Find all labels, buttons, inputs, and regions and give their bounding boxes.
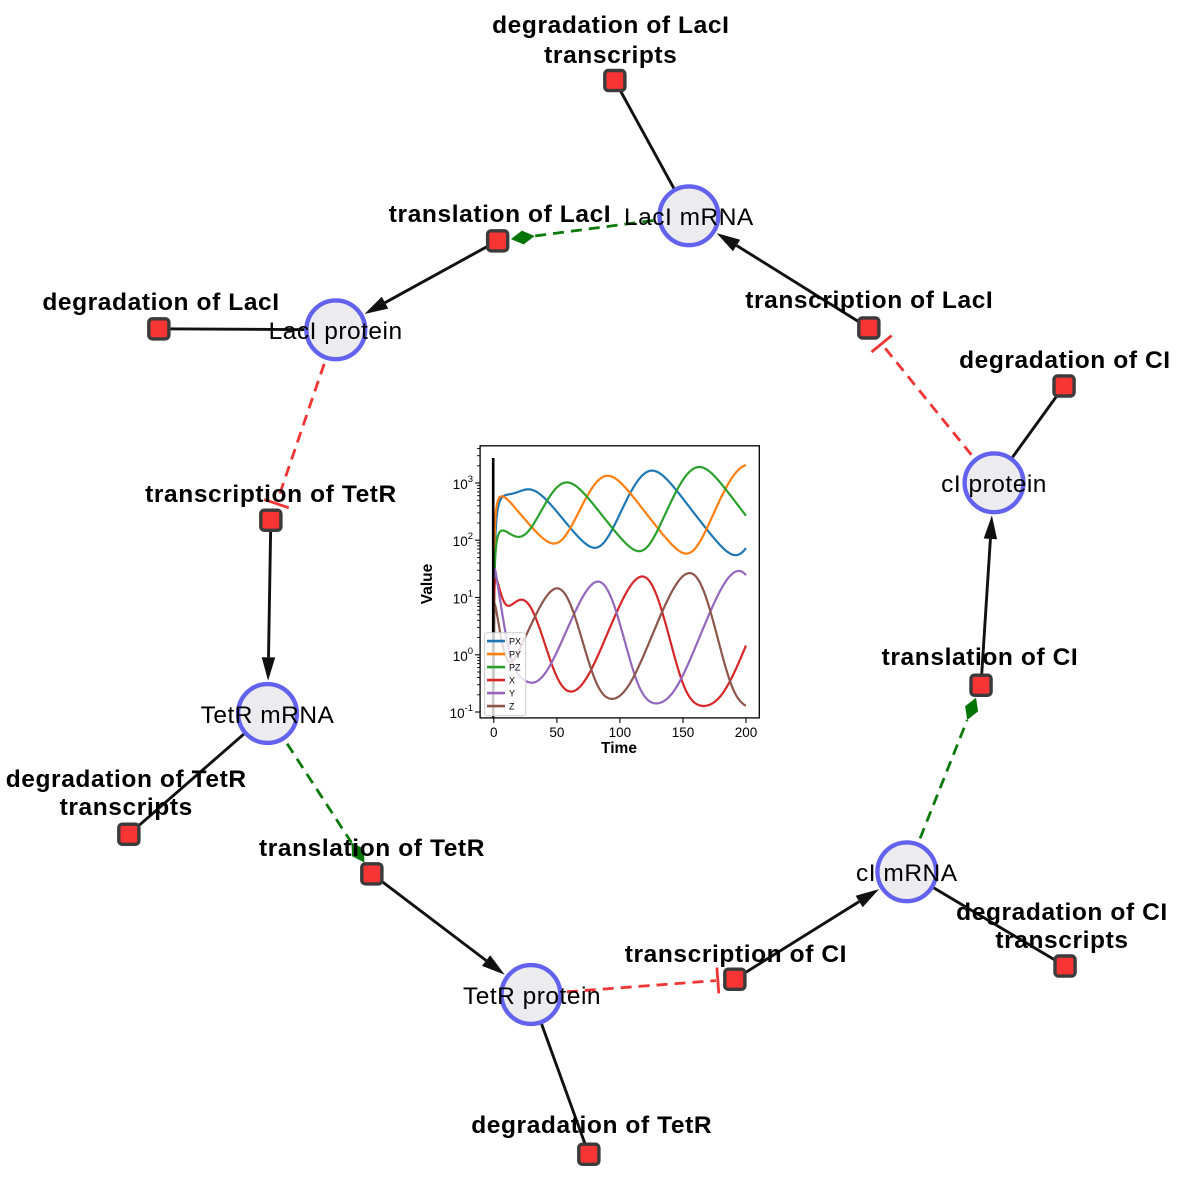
svg-text:translation of CI: translation of CI bbox=[882, 644, 1079, 671]
svg-text:cI mRNA: cI mRNA bbox=[856, 860, 958, 887]
svg-text:200: 200 bbox=[735, 725, 758, 740]
svg-text:X: X bbox=[509, 675, 515, 685]
svg-text:TetR mRNA: TetR mRNA bbox=[201, 702, 335, 729]
svg-text:degradation of CI: degradation of CI bbox=[959, 347, 1171, 374]
svg-text:degradation of LacI: degradation of LacI bbox=[42, 289, 279, 316]
svg-text:Value: Value bbox=[419, 563, 436, 604]
svg-text:degradation of TetR: degradation of TetR bbox=[6, 766, 247, 793]
svg-text:PY: PY bbox=[509, 649, 521, 659]
svg-text:degradation of TetR: degradation of TetR bbox=[471, 1112, 712, 1139]
svg-text:PZ: PZ bbox=[509, 662, 521, 672]
svg-text:100: 100 bbox=[609, 725, 632, 740]
svg-text:transcripts: transcripts bbox=[544, 42, 677, 69]
svg-text:0: 0 bbox=[490, 725, 498, 740]
svg-text:transcripts: transcripts bbox=[995, 927, 1128, 954]
svg-text:translation of TetR: translation of TetR bbox=[259, 835, 485, 862]
svg-text:transcription of LacI: transcription of LacI bbox=[745, 287, 993, 314]
svg-text:transcripts: transcripts bbox=[60, 794, 193, 821]
svg-text:Time: Time bbox=[601, 740, 637, 757]
svg-text:Y: Y bbox=[509, 688, 515, 698]
svg-text:PX: PX bbox=[509, 636, 521, 646]
svg-text:degradation of LacI: degradation of LacI bbox=[492, 12, 729, 39]
svg-text:50: 50 bbox=[549, 725, 564, 740]
svg-text:translation of LacI: translation of LacI bbox=[389, 201, 611, 228]
svg-text:cI protein: cI protein bbox=[941, 471, 1047, 498]
svg-text:transcription of TetR: transcription of TetR bbox=[145, 481, 397, 508]
svg-text:LacI protein: LacI protein bbox=[269, 318, 403, 345]
svg-text:Z: Z bbox=[509, 701, 515, 711]
svg-text:degradation of CI: degradation of CI bbox=[956, 899, 1168, 926]
svg-text:TetR protein: TetR protein bbox=[463, 983, 601, 1010]
svg-text:LacI mRNA: LacI mRNA bbox=[624, 204, 754, 231]
svg-text:150: 150 bbox=[672, 725, 695, 740]
svg-text:transcription of CI: transcription of CI bbox=[625, 941, 847, 968]
